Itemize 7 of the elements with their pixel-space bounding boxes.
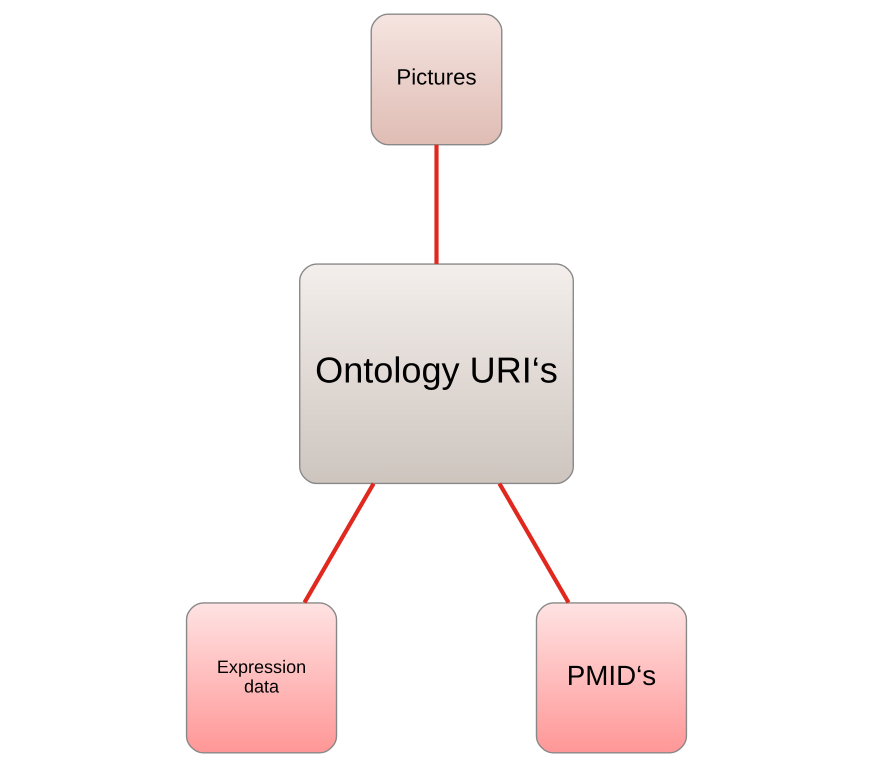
connector — [434, 144, 438, 264]
connector — [497, 482, 570, 604]
node-box: Expression data — [185, 602, 337, 754]
node-box: Pictures — [370, 13, 502, 146]
node-box: Ontology URI‘s — [298, 263, 574, 484]
connector — [302, 482, 375, 604]
node-box: PMID‘s — [535, 602, 687, 754]
